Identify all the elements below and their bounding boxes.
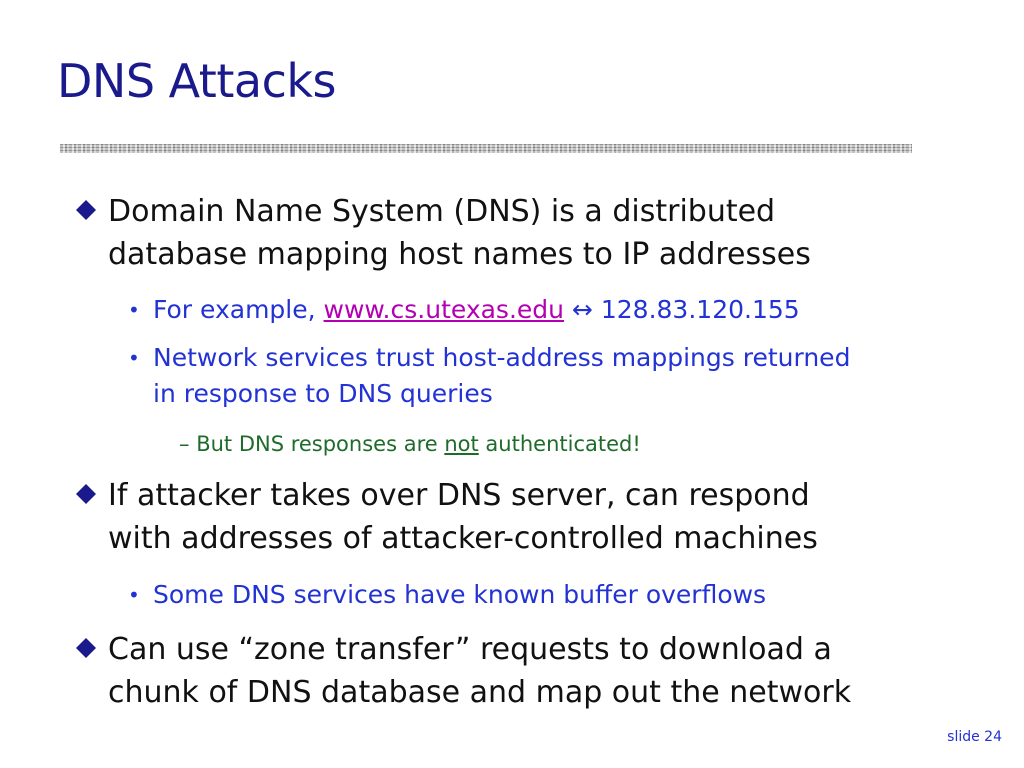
bullet-line: Domain Name System (DNS) is a distribute… [108, 194, 776, 229]
sub-bullet-example: • For example, www.cs.utexas.edu ↔ 128.8… [128, 292, 1008, 328]
emphasized-word: not [444, 432, 479, 456]
slide-title: DNS Attacks [57, 54, 336, 108]
slide-number: slide 24 [947, 729, 1002, 745]
sub-bullet-line: in response to DNS queries [153, 379, 493, 408]
bullet-line: database mapping host names to IP addres… [108, 237, 811, 272]
example-ip-address: 128.83.120.155 [600, 295, 800, 324]
bullet-line: If attacker takes over DNS server, can r… [108, 478, 810, 513]
bullet-item-attacker-server: If attacker takes over DNS server, can r… [75, 474, 985, 560]
sub-sub-bullet-authentication: – But DNS responses are not authenticate… [179, 432, 641, 456]
dot-bullet-icon: • [128, 583, 140, 607]
dot-bullet-icon: • [128, 346, 140, 370]
example-link[interactable]: www.cs.utexas.edu [323, 295, 564, 324]
title-divider [60, 144, 912, 153]
bullet-line: with addresses of attacker-controlled ma… [108, 521, 818, 556]
sub-bullet-buffer-overflows: • Some DNS services have known buffer ov… [128, 577, 1008, 613]
bidirectional-arrow-icon: ↔ [571, 295, 593, 324]
diamond-bullet-icon [76, 200, 96, 220]
example-prefix: For example, [153, 295, 324, 324]
sub-bullet-line: Some DNS services have known buffer over… [153, 580, 767, 609]
dash-bullet-icon: – [179, 432, 190, 456]
diamond-bullet-icon [76, 484, 96, 504]
sub-bullet-trust: • Network services trust host-address ma… [128, 340, 1008, 412]
bullet-item-dns-definition: Domain Name System (DNS) is a distribute… [75, 190, 985, 276]
bullet-item-zone-transfer: Can use “zone transfer” requests to down… [75, 628, 985, 714]
bullet-line: chunk of DNS database and map out the ne… [108, 675, 852, 710]
dot-bullet-icon: • [128, 298, 140, 322]
bullet-line: Can use “zone transfer” requests to down… [108, 632, 832, 667]
sub-bullet-line: Network services trust host-address mapp… [153, 343, 851, 372]
diamond-bullet-icon [76, 638, 96, 658]
